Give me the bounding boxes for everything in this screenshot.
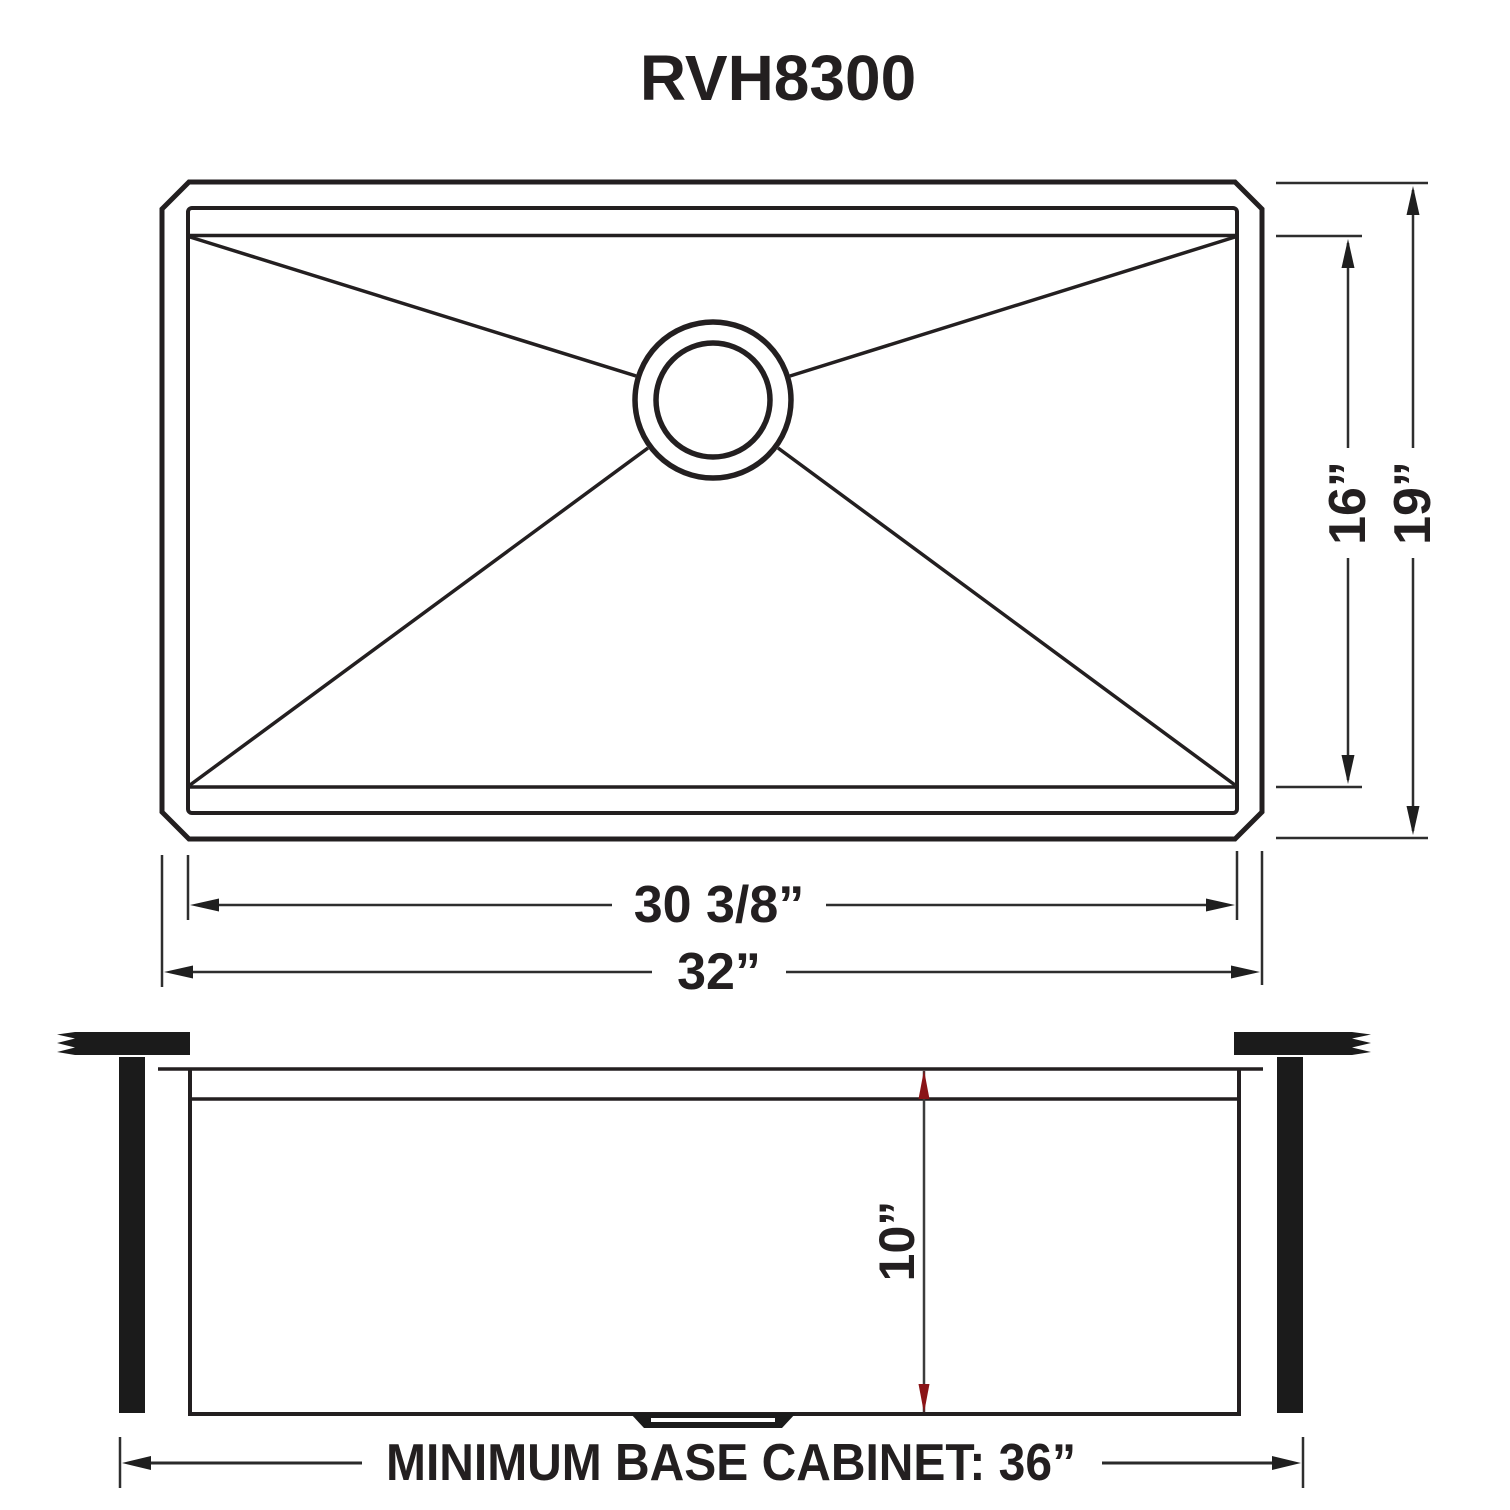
dim-bowl-width-30-3-8: 30 3/8” [186, 851, 1239, 934]
sink-outer-edge [159, 179, 1265, 842]
sink-inner-rim [186, 206, 1239, 815]
dim-label-19: 19” [1384, 461, 1442, 545]
dim-label-16: 16” [1319, 461, 1377, 545]
drain-outer-ring [632, 319, 794, 481]
arrowhead-up-red [918, 1070, 930, 1099]
dim-base-cabinet-36: MINIMUM BASE CABINET: 36” [118, 1434, 1305, 1492]
arrowhead-up [1406, 186, 1420, 215]
dim-label-30-3-8: 30 3/8” [634, 876, 805, 934]
arrowhead-down [1406, 806, 1420, 835]
dim-overall-width-32: 32” [160, 851, 1264, 1001]
dim-label-10: 10” [869, 1201, 925, 1282]
dim-label-32: 32” [677, 943, 761, 1001]
cabinet-wall-left [119, 1057, 145, 1413]
cabinet-wall-right [1277, 1057, 1303, 1413]
bowl-slope-line [188, 446, 650, 787]
dim-label-cabinet: MINIMUM BASE CABINET: 36” [386, 1434, 1076, 1492]
arrowhead-up [1341, 239, 1355, 268]
bowl-slope-line [776, 446, 1237, 787]
arrowhead-right [1206, 898, 1235, 912]
page-title: RVH8300 [640, 42, 916, 114]
dim-depth-10: 10” [869, 1070, 930, 1413]
arrowhead-down [1341, 755, 1355, 784]
countertop-left [57, 1032, 190, 1055]
bowl-slope-line [189, 235, 637, 378]
arrowhead-left [122, 1456, 151, 1470]
bowl-slope-line [789, 235, 1236, 378]
dim-overall-depth-19: 19” [1276, 181, 1442, 840]
countertop-right [1234, 1032, 1371, 1055]
arrowhead-left [164, 965, 193, 979]
arrowhead-down-red [918, 1384, 930, 1413]
top-view [159, 179, 1265, 842]
side-view [57, 1032, 1371, 1428]
arrowhead-right [1272, 1456, 1301, 1470]
arrowhead-left [190, 898, 219, 912]
arrowhead-right [1231, 965, 1260, 979]
drain-inner-ring [653, 340, 773, 460]
dim-bowl-depth-16: 16” [1276, 234, 1377, 789]
